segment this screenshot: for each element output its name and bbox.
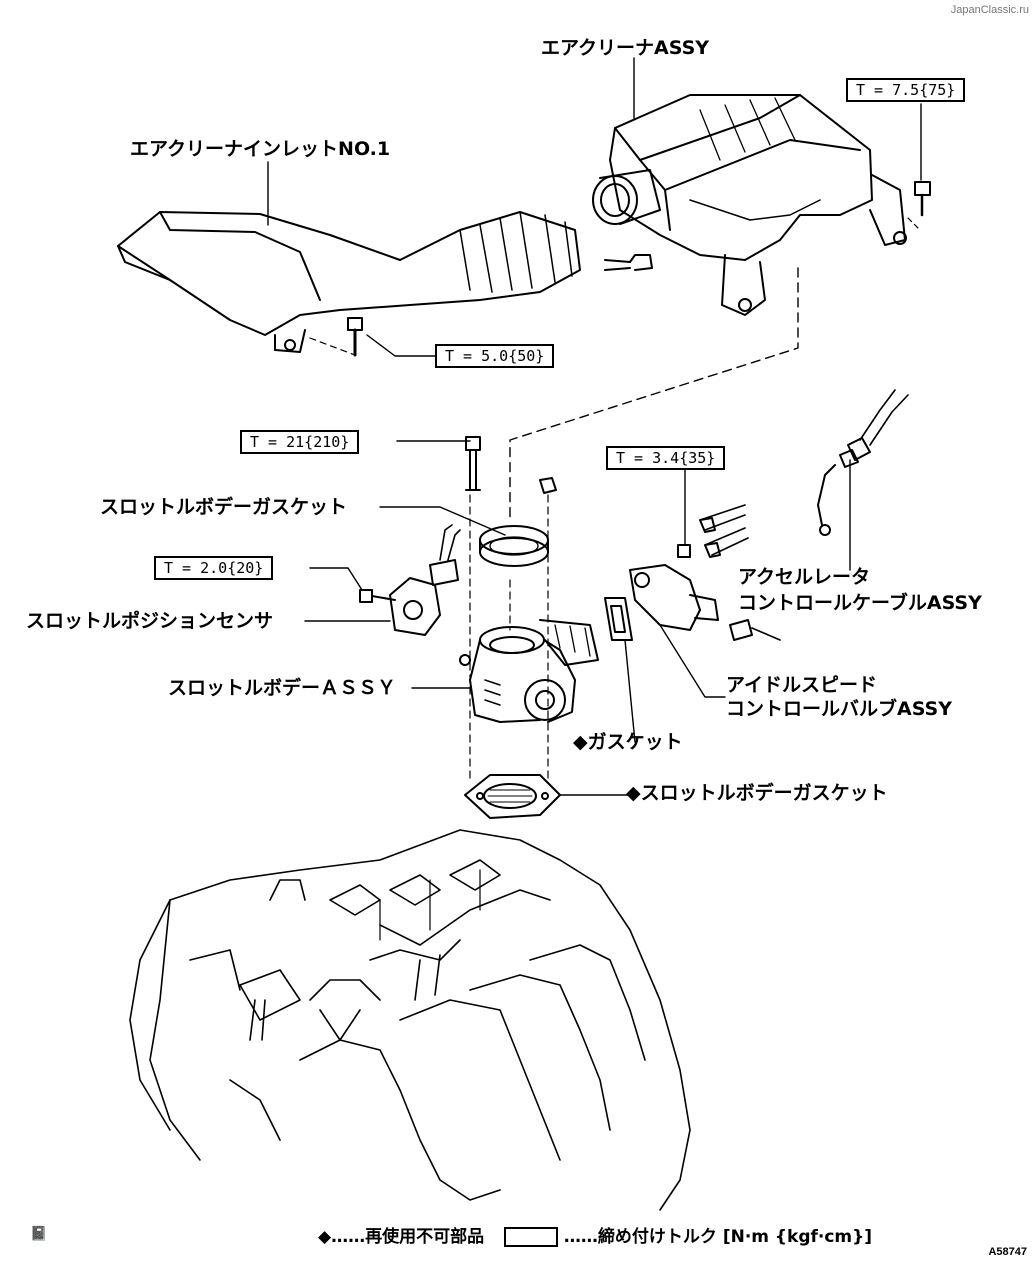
engine-drawing <box>129 829 691 1211</box>
torque-box-75: T = 7.5{75} <box>846 78 966 102</box>
throttle-body-drawing <box>459 619 599 723</box>
accel-cable-drawing <box>817 389 909 536</box>
torque-box-34: T = 3.4{35} <box>606 446 726 470</box>
lower-gasket-drawing <box>464 774 561 819</box>
assembly-path <box>509 267 799 521</box>
label-throttle-position-sensor: スロットルポジションセンサ <box>26 610 274 632</box>
throttle-gasket-ring-drawing <box>479 525 549 567</box>
tps-drawing <box>359 524 461 636</box>
bolt-21-drawing <box>465 436 481 781</box>
air-cleaner-drawing <box>592 94 931 316</box>
air-inlet-drawing <box>117 211 581 357</box>
label-throttle-body-assy: スロットルボデーＡＳＳＹ <box>168 677 397 699</box>
watermark: JapanClassic.ru <box>950 4 1029 16</box>
nut-drawing <box>539 477 557 781</box>
torque-box-21: T = 21{210} <box>240 430 360 454</box>
label-accel-cable-line1: アクセルレータ <box>738 566 871 588</box>
figure-code: A58747 <box>988 1246 1027 1258</box>
legend: ◆……再使用不可部品 ……締め付けトルク [N·m {kgf·cm}] <box>318 1222 872 1247</box>
label-accel-cable-line2: コントロールケーブルASSY <box>738 592 982 614</box>
legend-torque-box-icon <box>504 1227 558 1247</box>
isc-valve-drawing <box>629 504 781 641</box>
leader-lines <box>267 57 922 796</box>
label-isc-valve-line1: アイドルスピード <box>726 674 878 696</box>
label-air-cleaner-inlet: エアクリーナインレットNO.1 <box>130 138 391 160</box>
label-throttle-body-gasket-lower: ◆スロットルボデーガスケット <box>626 782 888 804</box>
torque-box-20: T = 2.0{20} <box>154 556 274 580</box>
reference-icon: 📓 <box>30 1226 48 1242</box>
label-air-cleaner-assy: エアクリーナASSY <box>541 37 710 59</box>
torque-box-50: T = 5.0{50} <box>435 344 555 368</box>
isc-gasket-drawing <box>604 597 633 641</box>
legend-torque: ……締め付けトルク [N·m {kgf·cm}] <box>563 1227 873 1247</box>
legend-non-reusable: ◆……再使用不可部品 <box>318 1227 485 1247</box>
label-isc-valve-line2: コントロールバルブASSY <box>726 698 952 720</box>
label-throttle-body-gasket-upper: スロットルボデーガスケット <box>100 496 348 518</box>
label-gasket: ◆ガスケット <box>573 731 683 753</box>
